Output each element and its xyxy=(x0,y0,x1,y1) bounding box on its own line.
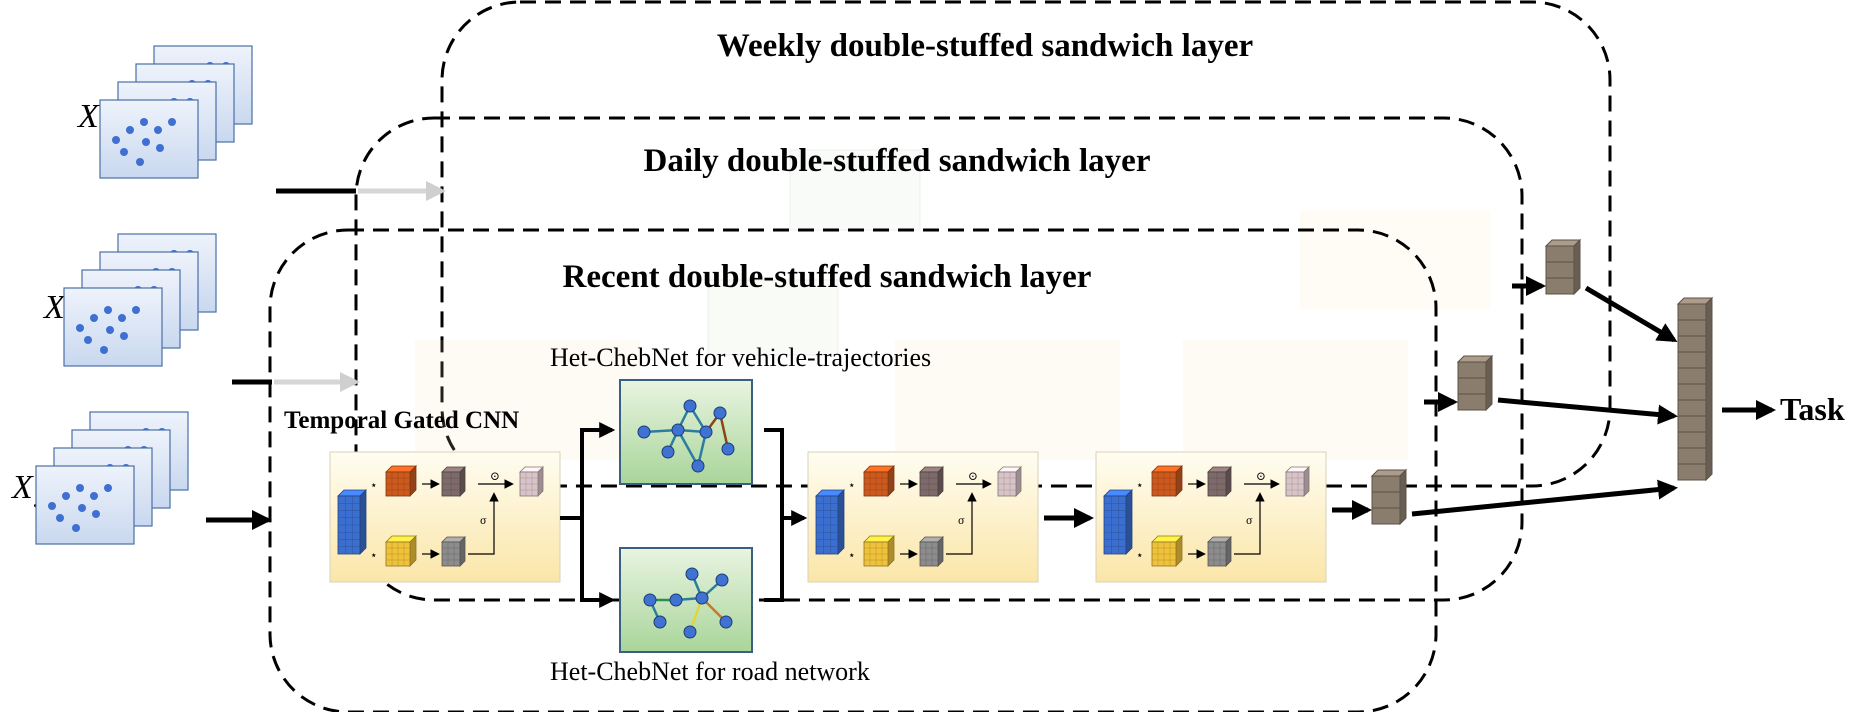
daily-layer: Daily double-stuffed sandwich layer xyxy=(354,116,1524,602)
output-cell xyxy=(1677,319,1707,337)
yellow-conv-kernel xyxy=(1151,535,1183,567)
sigma-label: σ xyxy=(958,516,965,527)
input-stack-weekly: X𝒲 xyxy=(76,45,446,201)
output-cell xyxy=(1371,475,1401,493)
hadamard-operator: ⊙ xyxy=(968,469,978,483)
output-cell xyxy=(1677,367,1707,385)
star-operator: ⋆ xyxy=(370,478,378,492)
output-cell xyxy=(1677,431,1707,449)
mauve-feature-block xyxy=(919,466,944,497)
sigma-label: σ xyxy=(1246,516,1253,527)
input-stack-daily: X𝒟 xyxy=(42,233,360,392)
task-label: Task xyxy=(1780,391,1845,427)
output-cell xyxy=(1677,351,1707,369)
input-frame xyxy=(99,99,199,179)
output-cell xyxy=(1457,361,1487,379)
fusion-arrows xyxy=(1411,285,1678,517)
fused-output-column xyxy=(1676,296,1714,482)
het-chebnet-road-panel xyxy=(619,547,753,653)
star-operator: ⋆ xyxy=(1136,478,1144,492)
hadamard-operator: ⊙ xyxy=(1256,469,1266,483)
star-operator: ⋆ xyxy=(1136,548,1144,562)
recent-layer-box xyxy=(268,228,1438,712)
input-frame xyxy=(35,465,135,545)
output-cell xyxy=(1677,415,1707,433)
input-frame xyxy=(63,287,163,367)
orange-conv-kernel xyxy=(1151,465,1183,497)
pink-output-block xyxy=(1285,466,1310,497)
yellow-conv-kernel xyxy=(863,535,895,567)
input-stack-recent: Xℛ xyxy=(10,411,272,545)
star-operator: ⋆ xyxy=(848,478,856,492)
recent-output-column xyxy=(1370,468,1408,526)
daily-output-column xyxy=(1456,354,1494,412)
temporal-gated-cnn-block-1: ⋆ ⊙ ⋆ σ xyxy=(329,451,561,583)
temporal-gated-cnn-block-2: ⋆ ⊙ ⋆ σ xyxy=(807,451,1039,583)
fork-connector xyxy=(560,422,616,608)
temporal-gated-cnn-block-3: ⋆ ⊙ ⋆ σ xyxy=(1095,451,1327,583)
grey-feature-block xyxy=(919,536,944,567)
sigma-label: σ xyxy=(480,516,487,527)
recent-layer: Recent double-stuffed sandwich layer xyxy=(268,228,1438,712)
output-cell xyxy=(1677,463,1707,481)
join-connector xyxy=(764,428,808,602)
weekly-layer-title: Weekly double-stuffed sandwich layer xyxy=(717,28,1253,64)
daily-layer-box xyxy=(354,116,1524,602)
mauve-feature-block xyxy=(1207,466,1232,497)
blue-input-block xyxy=(1103,489,1133,555)
weekly-ghost-content xyxy=(789,149,1490,310)
orange-conv-kernel xyxy=(385,465,417,497)
output-cell xyxy=(1457,377,1487,395)
het-road-label: Het-ChebNet for road network xyxy=(550,657,870,686)
daily-ghost-content xyxy=(415,279,1408,460)
temporal-gated-cnn-label: Temporal Gated CNN xyxy=(284,407,519,434)
vehicle-graph-nodes xyxy=(637,399,735,473)
output-cell xyxy=(1545,277,1575,295)
mauve-feature-block xyxy=(441,466,466,497)
star-operator: ⋆ xyxy=(370,548,378,562)
output-cell xyxy=(1677,335,1707,353)
yellow-conv-kernel xyxy=(385,535,417,567)
output-cell xyxy=(1457,393,1487,411)
daily-frame-stack xyxy=(63,233,217,367)
star-operator: ⋆ xyxy=(848,548,856,562)
output-cell xyxy=(1677,447,1707,465)
output-cell xyxy=(1371,491,1401,509)
grey-feature-block xyxy=(1207,536,1232,567)
daily-layer-title: Daily double-stuffed sandwich layer xyxy=(644,143,1151,179)
blue-input-block xyxy=(337,489,367,555)
het-vehicle-label: Het-ChebNet for vehicle-trajectories xyxy=(550,343,931,372)
output-cell xyxy=(1371,507,1401,525)
weekly-frame-stack xyxy=(99,45,253,179)
recent-layer-title: Recent double-stuffed sandwich layer xyxy=(563,259,1092,295)
pink-output-block xyxy=(997,466,1022,497)
output-cell xyxy=(1545,245,1575,263)
output-cell xyxy=(1545,261,1575,279)
weekly-layer: Weekly double-stuffed sandwich layer xyxy=(440,0,1612,488)
pink-output-block xyxy=(519,466,544,497)
orange-conv-kernel xyxy=(863,465,895,497)
recent-frame-stack xyxy=(35,411,189,545)
grey-feature-block xyxy=(441,536,466,567)
output-cell xyxy=(1677,399,1707,417)
hadamard-operator: ⊙ xyxy=(490,469,500,483)
weekly-output-column xyxy=(1544,238,1582,296)
output-cell xyxy=(1677,303,1707,321)
het-chebnet-vehicle-panel xyxy=(619,379,753,485)
blue-input-block xyxy=(815,489,845,555)
road-graph-nodes xyxy=(643,567,733,639)
output-cell xyxy=(1677,383,1707,401)
